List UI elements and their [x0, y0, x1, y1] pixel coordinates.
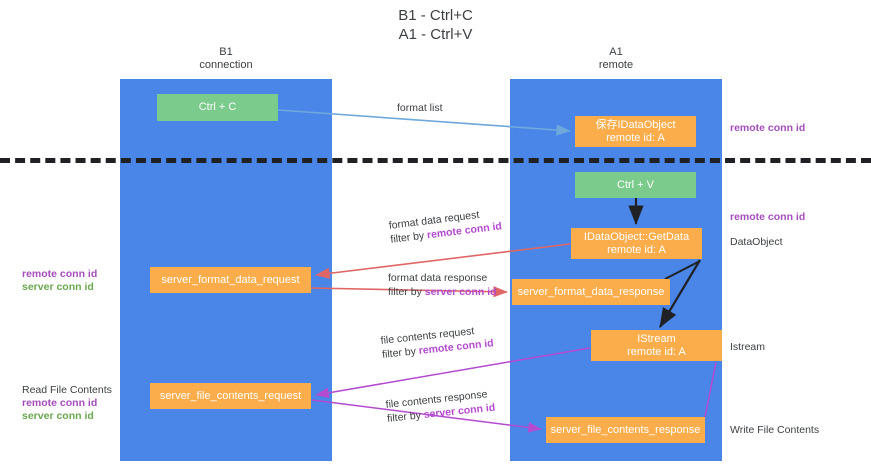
edge-label-line2: filter by server conn id [388, 285, 497, 299]
edge-label-format-data-response: format data response filter by server co… [388, 271, 497, 299]
edge-label-format-data-request: format data request filter by remote con… [388, 205, 503, 246]
annotation-server-conn-id: server conn id [22, 410, 94, 422]
lane-header-b1: B1 connection [199, 46, 253, 71]
node-server-file-contents-response[interactable]: server_file_contents_response [546, 417, 705, 443]
page-title: B1 - Ctrl+C A1 - Ctrl+V [398, 7, 473, 43]
annotation-left-bottom: Read File Contents remote conn id server… [22, 384, 112, 423]
edge-label-file-contents-response: file contents response filter by server … [385, 387, 496, 426]
node-istream[interactable]: IStream remote id: A [591, 330, 722, 361]
annotation-remote-conn-id: remote conn id [22, 397, 98, 409]
node-idataobject-getdata[interactable]: IDataObject::GetData remote id: A [571, 228, 702, 259]
filter-prefix: filter by [388, 286, 425, 298]
annotation-server-conn-id: server conn id [22, 281, 94, 293]
node-server-format-data-request[interactable]: server_format_data_request [150, 267, 311, 293]
node-server-format-data-response[interactable]: server_format_data_response [512, 279, 670, 305]
phase-divider [0, 158, 871, 163]
filter-prefix: filter by [386, 409, 425, 425]
lane-header-a1: A1 remote [598, 46, 634, 71]
annotation-remote-conn-id-top: remote conn id [730, 122, 806, 134]
annotation-left-middle: remote conn id server conn id [22, 268, 97, 294]
edge-label-format-list: format list [397, 102, 443, 114]
node-ctrl-v[interactable]: Ctrl + V [575, 172, 696, 198]
node-save-idataobject[interactable]: 保存IDataObject remote id: A [575, 116, 696, 147]
filter-prefix: filter by [389, 229, 428, 246]
node-server-file-contents-request[interactable]: server_file_contents_request [150, 383, 311, 409]
edge-label-line1: format data response [388, 272, 488, 284]
annotation-dataobject: DataObject [730, 236, 783, 248]
annotation-remote-conn-id-mid: remote conn id [730, 211, 806, 223]
edge-label-file-contents-request: file contents request filter by remote c… [380, 322, 494, 362]
filter-key-server-conn-id: server conn id [424, 286, 497, 298]
annotation-istream: Istream [730, 341, 766, 353]
node-ctrl-c[interactable]: Ctrl + C [157, 94, 278, 121]
filter-prefix: filter by [381, 345, 420, 361]
annotation-write-file-contents: Write File Contents [730, 424, 820, 436]
annotation-read-file-contents: Read File Contents [22, 384, 112, 396]
annotation-remote-conn-id: remote conn id [22, 268, 98, 280]
